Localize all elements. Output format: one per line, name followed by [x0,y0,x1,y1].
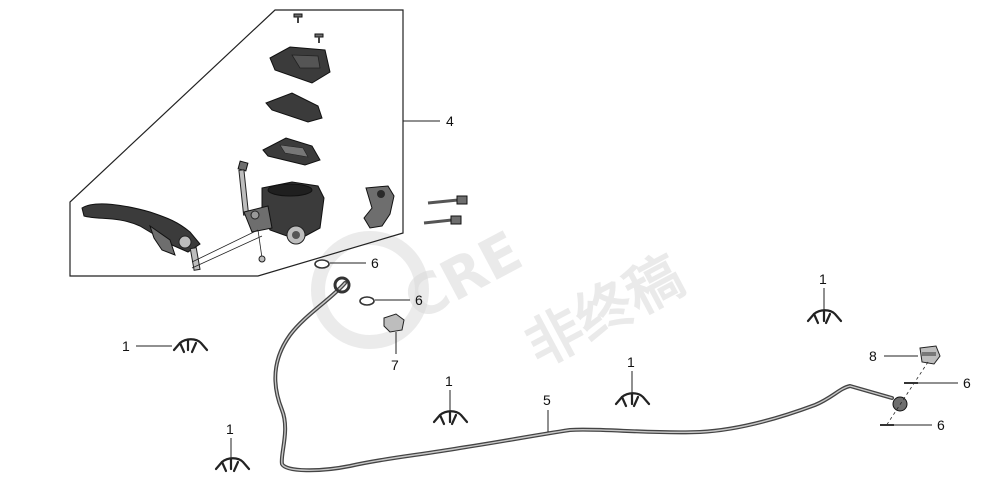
clamp-bolt-lower [423,215,462,225]
pivot-bolt [237,160,250,216]
watermark-text: 非终稿 [515,244,694,380]
watermark-logo-circle [311,231,429,349]
bolt-8-guide-line [885,361,929,427]
diaphragm-plate [265,92,323,123]
hose-clip-1-bottom-left: 1 [214,421,251,473]
banjo-bolt-8: 8 [869,345,941,365]
master-cylinder-body [243,181,325,245]
callout-6a-label: 6 [371,255,379,271]
hose-clip-1-center: 1 [432,373,469,426]
callout-1b-label: 1 [226,421,234,437]
lever-pivot-guide-lines [191,229,266,269]
callout-5-label: 5 [543,392,551,408]
hose-clip-1-left: 1 [122,338,209,354]
banjo-bolt-7: 7 [383,313,405,373]
reservoir-cap [269,46,331,84]
callout-4: 4 [403,113,454,129]
washer-6-second: 6 [359,292,423,308]
clamp-bolt-upper [427,195,468,205]
callout-1a-label: 1 [122,338,130,354]
callout-6b-label: 6 [415,292,423,308]
callout-6c-label: 6 [963,375,971,391]
callout-6d-label: 6 [937,417,945,433]
callout-7-label: 7 [391,357,399,373]
watermark-brand: CRE [394,219,533,334]
cap-screw-top [293,13,303,23]
washer-6-lower-upper: 6 [904,375,971,391]
callout-4-label: 4 [446,113,454,129]
assembly-4-boundary [69,9,404,277]
diaphragm [262,137,321,166]
clutch-lever [81,203,201,271]
hose-clip-1-center-right: 1 [614,354,651,408]
cap-screw-second [314,33,324,43]
handlebar-clamp [363,185,395,229]
washer-6-upper: 6 [314,255,379,271]
callout-1d-label: 1 [627,354,635,370]
washer-6-lower-bottom: 6 [880,417,945,433]
callout-1e-label: 1 [819,271,827,287]
callout-1c-label: 1 [445,373,453,389]
hose-clip-1-right: 1 [806,271,843,325]
callout-8-label: 8 [869,348,877,364]
